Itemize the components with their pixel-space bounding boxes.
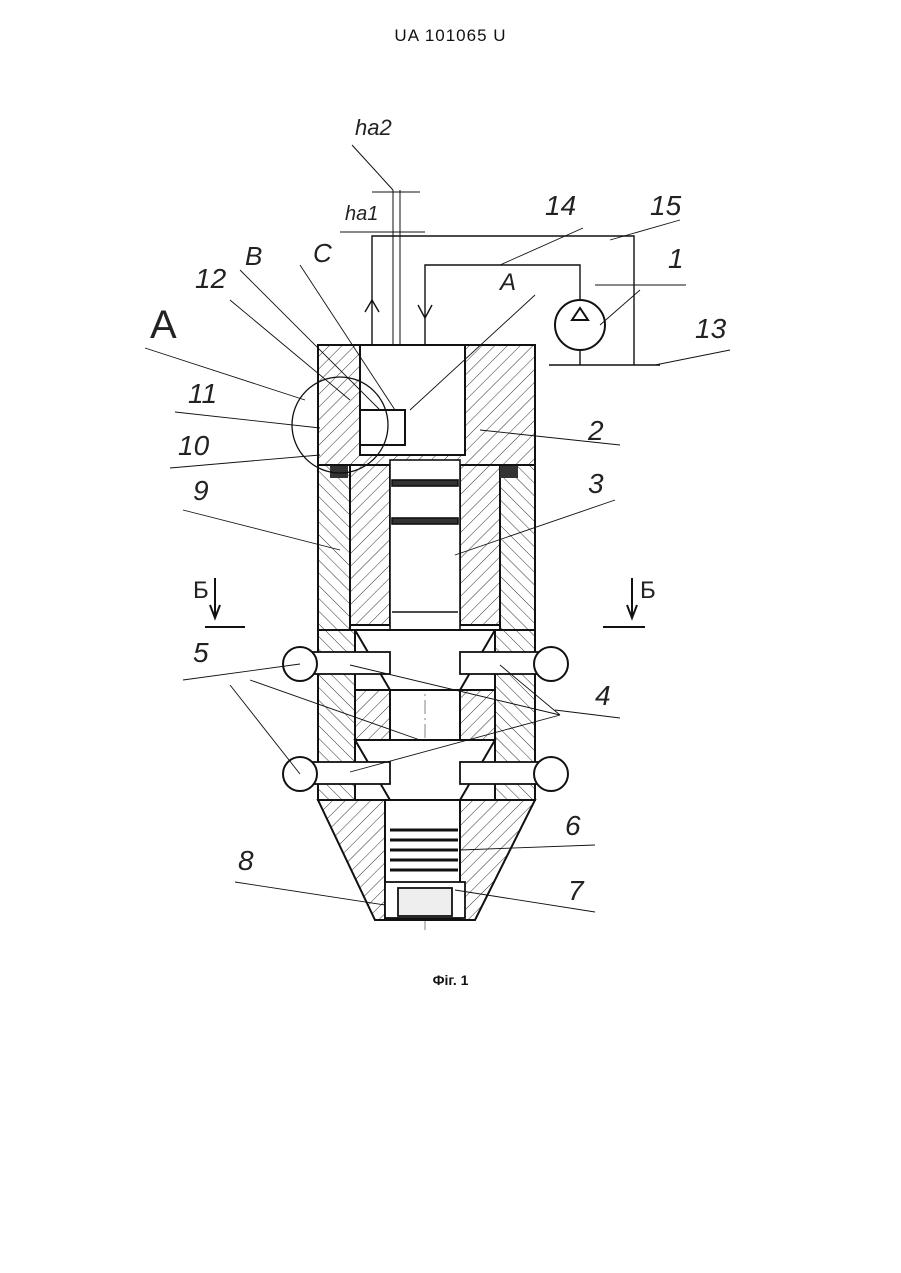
part-number-9: 9 <box>193 475 209 506</box>
label-detail-a: A <box>150 303 177 347</box>
part-number-10: 10 <box>178 430 210 461</box>
tip <box>385 882 465 918</box>
label-a: A <box>498 269 516 296</box>
dimension-label-ha1: ha1 <box>345 203 378 225</box>
part-number-14: 14 <box>545 190 576 221</box>
part-number-1: 1 <box>668 243 684 274</box>
part-number-11: 11 <box>188 378 217 409</box>
dimension-label-ha2: ha2 <box>355 115 392 140</box>
piston <box>390 460 460 630</box>
label-section-left: Б <box>193 577 209 604</box>
upper-body <box>318 345 535 465</box>
part-number-13: 13 <box>695 313 727 344</box>
part-number-12: 12 <box>195 263 227 294</box>
part-number-2: 2 <box>587 415 604 446</box>
label-section-right: Б <box>640 577 656 604</box>
pump-symbol <box>555 300 605 350</box>
part-number-15: 15 <box>650 190 682 221</box>
part-number-5: 5 <box>193 637 209 668</box>
part-number-7: 7 <box>568 875 585 906</box>
part-number-3: 3 <box>588 468 604 499</box>
figure-caption: Фіг. 1 <box>0 972 901 988</box>
part-number-6: 6 <box>565 810 581 841</box>
part-number-8: 8 <box>238 845 254 876</box>
dimension-lines <box>340 145 425 345</box>
label-b: B <box>245 241 262 271</box>
part-number-4: 4 <box>595 680 611 711</box>
label-c: C <box>313 238 332 268</box>
